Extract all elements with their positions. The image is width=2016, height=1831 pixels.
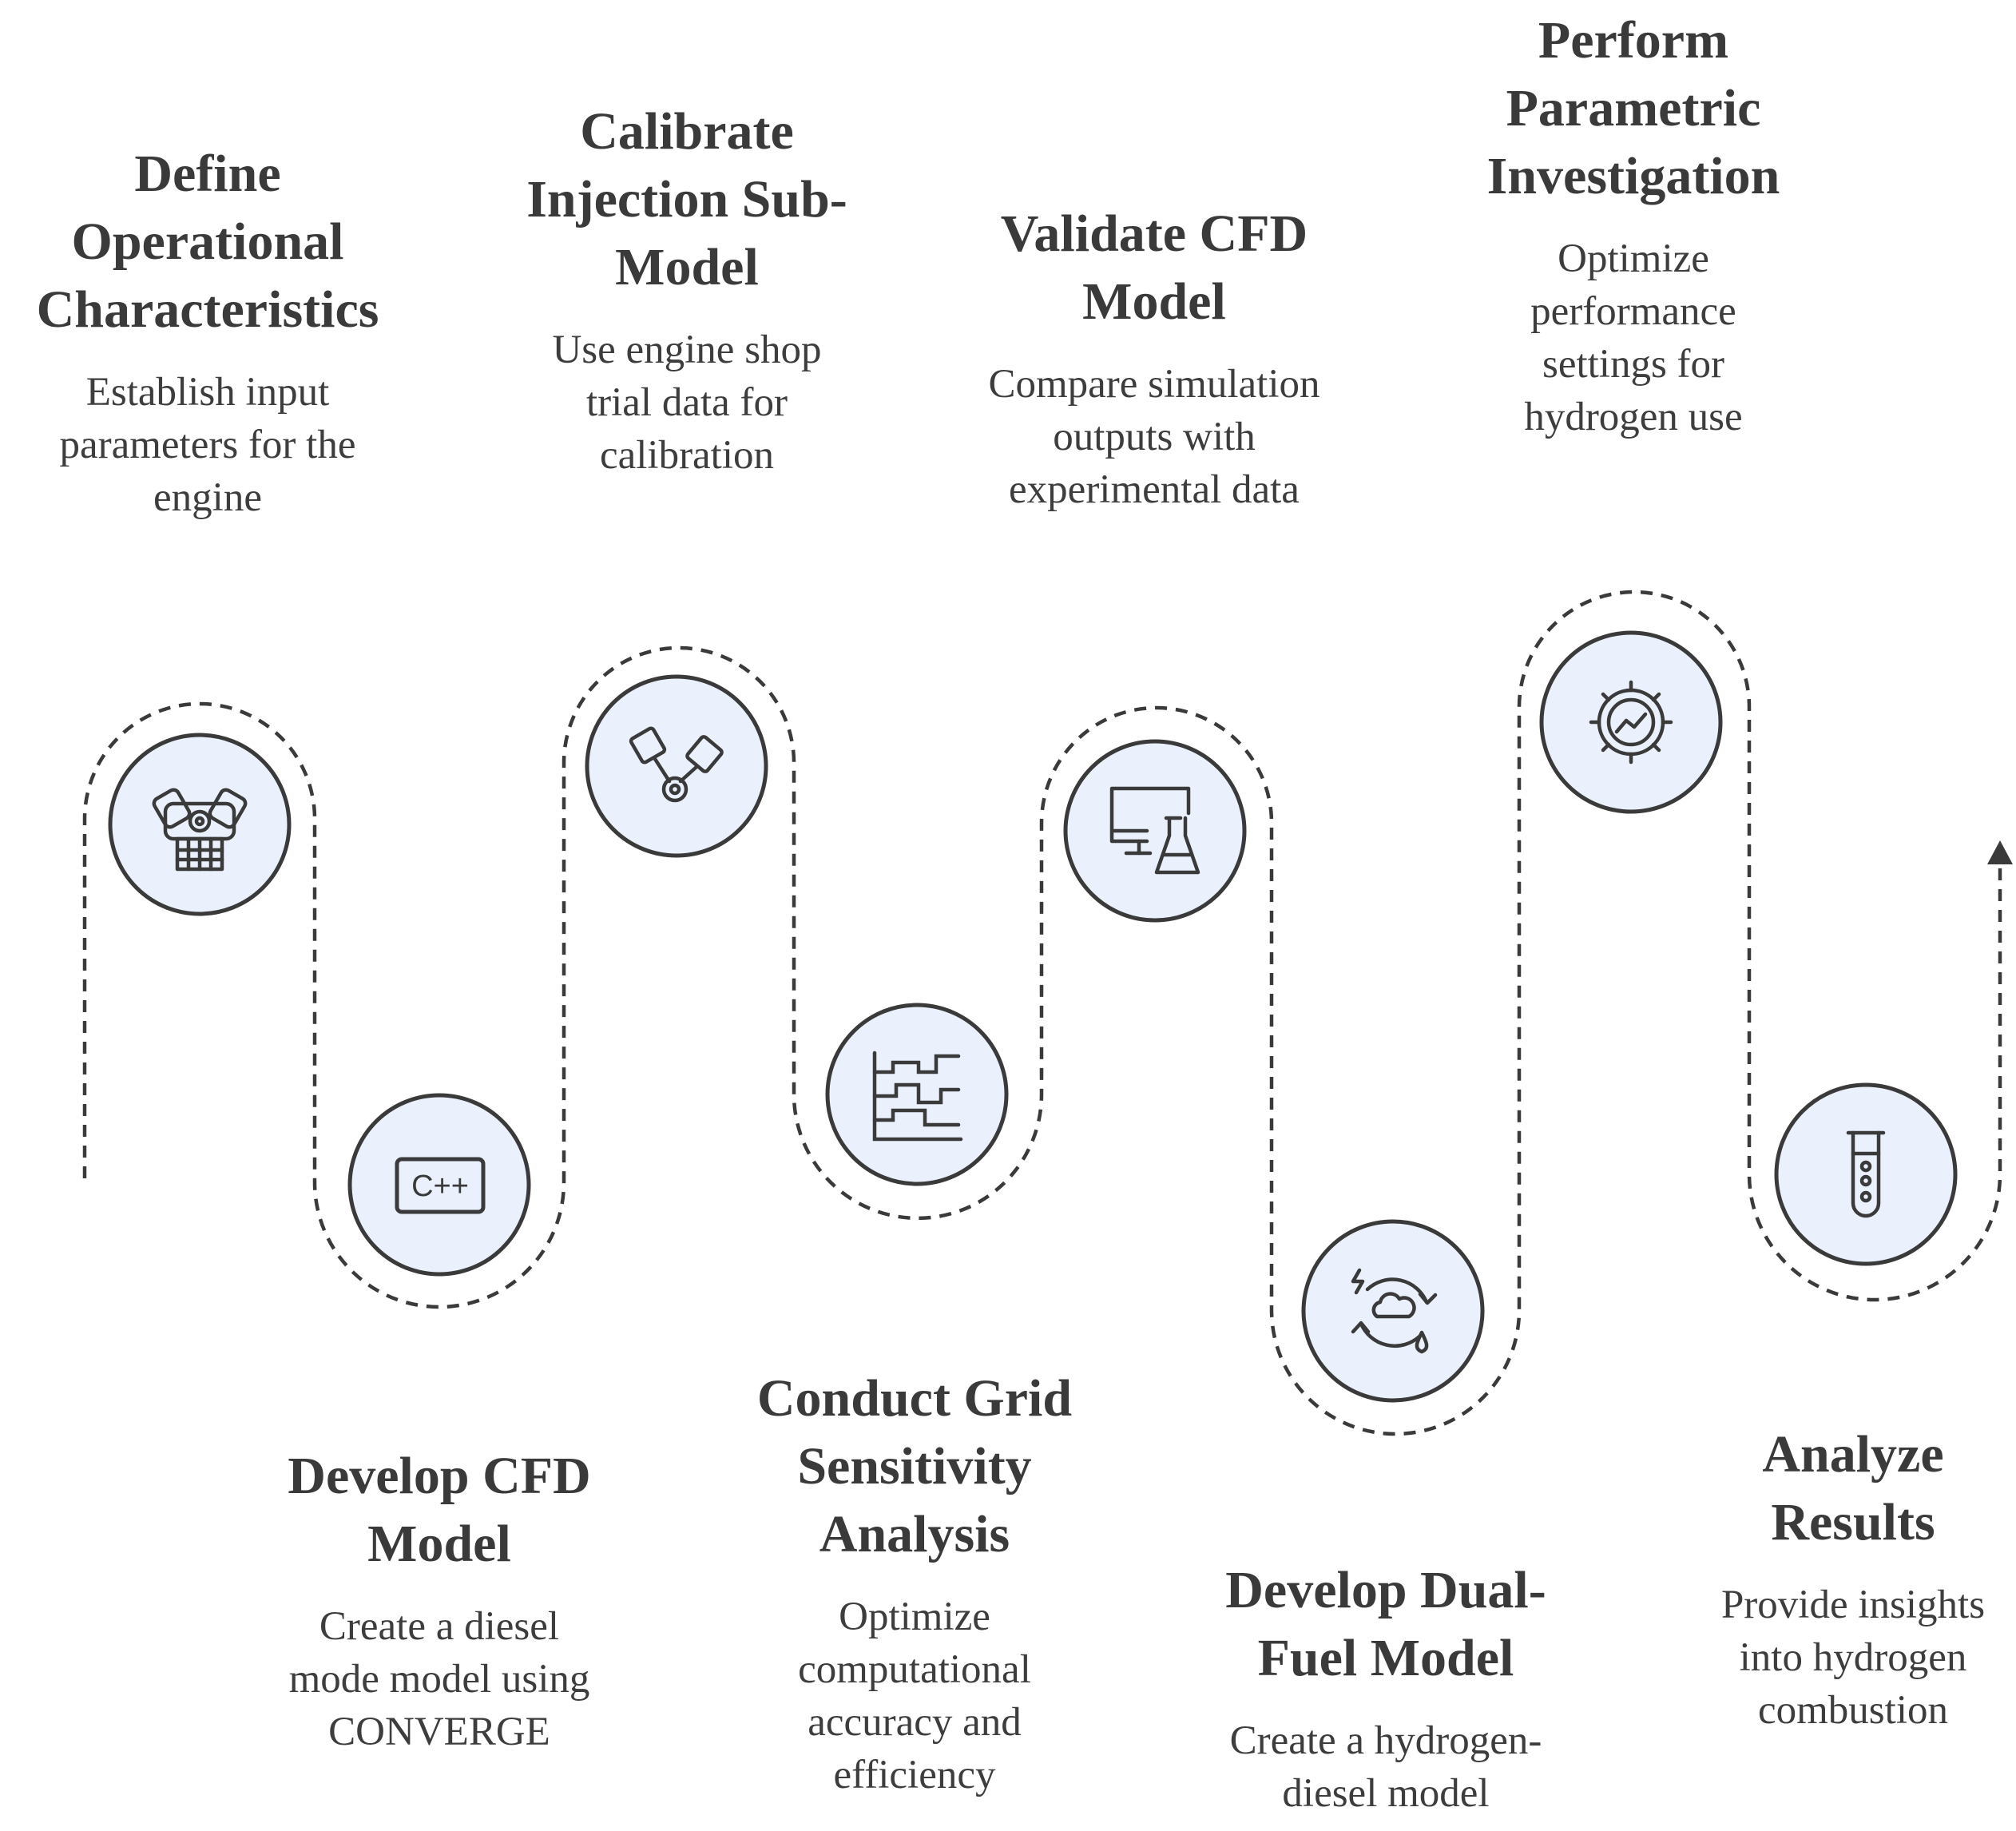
- monitor-flask-icon: [1109, 786, 1200, 875]
- flow-path: [82, 590, 2002, 1436]
- step-title: Analyze Results: [1762, 1425, 1944, 1551]
- step-1-label: Define Operational Characteristics Estab…: [20, 140, 395, 524]
- engine-gear-icon: [152, 788, 248, 872]
- step-description: Create a diesel mode model using CONVERG…: [288, 1604, 590, 1754]
- hydrogen-cycle-icon: [1351, 1268, 1438, 1354]
- flow-arrow-head: [1987, 840, 2013, 864]
- svg-text:C++: C++: [411, 1170, 469, 1203]
- step-5-label: Validate CFD Model Compare simulation ou…: [970, 200, 1338, 516]
- step-2-label: Develop CFD Model Create a diesel mode m…: [256, 1442, 623, 1758]
- step-7-label: Perform Parametric Investigation Optimiz…: [1446, 6, 1821, 443]
- step-title: Calibrate Injection Sub-Model: [526, 102, 847, 296]
- step-2-node: C++: [347, 1093, 531, 1277]
- step-description: Provide insights into hydrogen combustio…: [1720, 1583, 1986, 1733]
- cpp-code-icon: C++: [395, 1157, 486, 1214]
- step-description: Create a hydrogen-diesel model: [1229, 1718, 1542, 1816]
- step-7-node: [1539, 630, 1723, 814]
- gear-chart-icon: [1589, 680, 1673, 765]
- pistons-icon: [629, 726, 724, 803]
- step-4-node: [825, 1003, 1009, 1186]
- step-4-label: Conduct Grid Sensitivity Analysis Optimi…: [723, 1364, 1106, 1801]
- step-description: Optimize computational accuracy and effi…: [798, 1595, 1031, 1797]
- step-title: Define Operational Characteristics: [36, 145, 379, 339]
- step-description: Optimize performance settings for hydrog…: [1524, 236, 1743, 439]
- step-5-node: [1063, 739, 1247, 923]
- step-8-label: Analyze Results Provide insights into hy…: [1685, 1420, 2016, 1737]
- step-description: Use engine shop trial data for calibrati…: [552, 328, 822, 478]
- step-description: Compare simulation outputs with experime…: [988, 362, 1320, 512]
- step-8-node: [1774, 1082, 1958, 1266]
- step-3-node: [585, 674, 768, 858]
- step-chart-icon: [872, 1051, 963, 1142]
- test-tube-icon: [1846, 1130, 1886, 1218]
- step-title: Validate CFD Model: [1000, 205, 1308, 331]
- step-description: Establish input parameters for the engin…: [59, 370, 356, 520]
- step-1-node: [108, 733, 292, 916]
- step-title: Perform Parametric Investigation: [1486, 11, 1780, 205]
- step-title: Conduct Grid Sensitivity Analysis: [756, 1369, 1073, 1563]
- step-title: Develop CFD Model: [288, 1447, 591, 1573]
- step-6-node: [1301, 1219, 1485, 1403]
- step-title: Develop Dual-Fuel Model: [1225, 1561, 1546, 1687]
- step-6-label: Develop Dual-Fuel Model Create a hydroge…: [1202, 1556, 1570, 1820]
- step-3-label: Calibrate Injection Sub-Model Use engine…: [495, 97, 879, 482]
